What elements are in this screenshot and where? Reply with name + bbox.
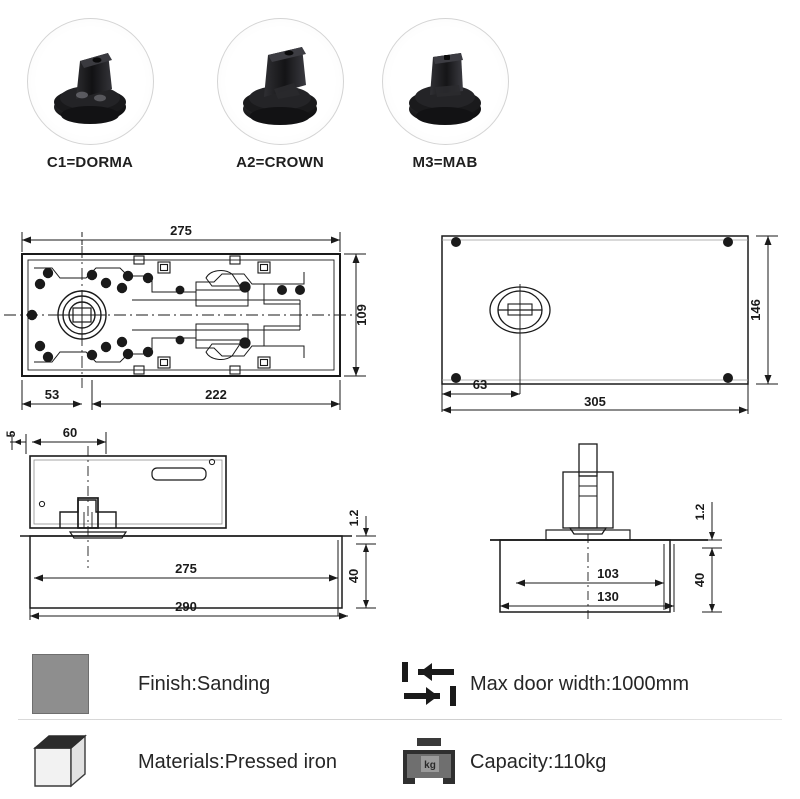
spindle-variant-c1: C1=DORMA: [15, 18, 165, 171]
dim-label-103: 103: [597, 566, 619, 581]
end-elevation-drawing: 1.2 40 103: [460, 440, 800, 625]
spindle-variant-a2: A2=CROWN: [205, 18, 355, 171]
spec-legend: Finish:Sanding Max door width:1000mm: [0, 645, 800, 799]
spindle-variant-m3: M3=MAB: [370, 18, 520, 171]
weight-icon-unit-label: kg: [424, 760, 436, 771]
dim-label-290: 290: [175, 599, 197, 614]
dim-222-bottom: [91, 380, 341, 410]
spindle-variant-label-c1: C1=DORMA: [46, 154, 134, 171]
dim-label-60: 60: [63, 425, 77, 440]
weight-scale-icon: kg: [398, 736, 460, 788]
case-outline: [441, 235, 749, 385]
cement-case-plan-drawing: 146 63 305: [420, 212, 800, 417]
spindle-variant-label-a2: A2=CROWN: [236, 154, 324, 171]
dim-109-right: [344, 253, 366, 377]
end-case-outline: [499, 539, 671, 613]
dim-label-63: 63: [473, 377, 487, 392]
dim-305-bottom: [442, 384, 749, 414]
side-screw: [38, 500, 46, 508]
dim-label-53: 53: [45, 387, 59, 402]
legend-label-capacity: Capacity:110kg: [470, 750, 607, 773]
case-corner-bosses: [451, 237, 733, 383]
dim-60-top: [32, 432, 107, 454]
legend-item-finish: Finish:Sanding: [30, 651, 270, 717]
dim-label-1p2: 1.2: [347, 509, 361, 526]
end-elevation-svg: 1.2 40 103: [490, 443, 722, 620]
side-body-outline: [29, 455, 227, 529]
door-width-arrows-icon: [398, 657, 460, 711]
spindle-crown-photo: [242, 47, 317, 125]
dim-63-bottom: [441, 384, 520, 412]
dim-290-bottom: [29, 536, 348, 620]
side-elevation-svg: 5 60: [4, 425, 376, 620]
dim-label-40-end: 40: [692, 573, 707, 587]
corner-screw: [208, 458, 216, 466]
dim-label-40-side: 40: [346, 569, 361, 583]
material-cube-icon: [30, 732, 90, 792]
end-spindle-tower: [545, 443, 631, 541]
spindle-mab-photo: [408, 53, 481, 125]
dim-label-5: 5: [4, 430, 18, 437]
dim-label-275-top: 275: [170, 223, 192, 238]
plan-view-body-drawing: 275: [0, 212, 400, 412]
dim-275-bottom: [34, 540, 339, 616]
legend-item-materials: Materials:Pressed iron: [30, 729, 337, 795]
dim-40-right-end: [702, 547, 722, 613]
legend-label-finish: Finish:Sanding: [138, 672, 271, 695]
spindle-variants-row: C1=DORMA: [0, 18, 800, 198]
spindle-dorma-photo: [53, 53, 126, 124]
label-plate-recess: [151, 467, 207, 481]
legend-item-max-door-width: Max door width:1000mm: [398, 651, 689, 717]
spindle-photo-circle-m3: [381, 18, 509, 145]
dim-130: [499, 544, 675, 612]
spindle-photo-circle-c1: [26, 18, 154, 145]
side-elevation-drawing: 5 60: [0, 420, 400, 630]
dim-275-top: [21, 232, 341, 252]
dim-label-222: 222: [205, 387, 227, 402]
internal-mechanism-outline: [34, 267, 305, 363]
dim-label-275-side: 275: [175, 561, 197, 576]
dim-label-305: 305: [584, 394, 606, 409]
spindle-variant-label-m3: M3=MAB: [412, 154, 478, 171]
spindle-photo-circle-a2: [216, 18, 344, 145]
fixing-screw-bosses: [26, 267, 305, 363]
dim-1p2-right-end: [702, 502, 722, 541]
dim-53-bottom: [21, 380, 82, 410]
spindle-bore: [57, 290, 107, 340]
legend-label-materials: Materials:Pressed iron: [138, 750, 337, 773]
dim-label-109-right: 109: [354, 304, 369, 326]
dim-103: [516, 544, 665, 610]
dim-146-right: [756, 235, 778, 385]
legend-divider: [18, 719, 782, 720]
dim-label-130: 130: [597, 589, 619, 604]
dim-5-top: [10, 434, 27, 454]
finish-swatch-icon: [30, 654, 90, 714]
dim-40-right: [356, 543, 376, 609]
dim-label-146: 146: [748, 299, 763, 321]
dim-label-1p2-end: 1.2: [693, 503, 707, 520]
port-marks: [133, 255, 271, 375]
legend-label-max-door-width: Max door width:1000mm: [470, 672, 689, 695]
plan-view-body-svg: 275: [4, 223, 369, 410]
legend-item-capacity: kg Capacity:110kg: [398, 729, 606, 795]
dim-1p2-right: [356, 516, 376, 537]
cement-case-plan-svg: 146 63 305: [441, 235, 778, 414]
side-spindle-boss: [59, 497, 128, 539]
